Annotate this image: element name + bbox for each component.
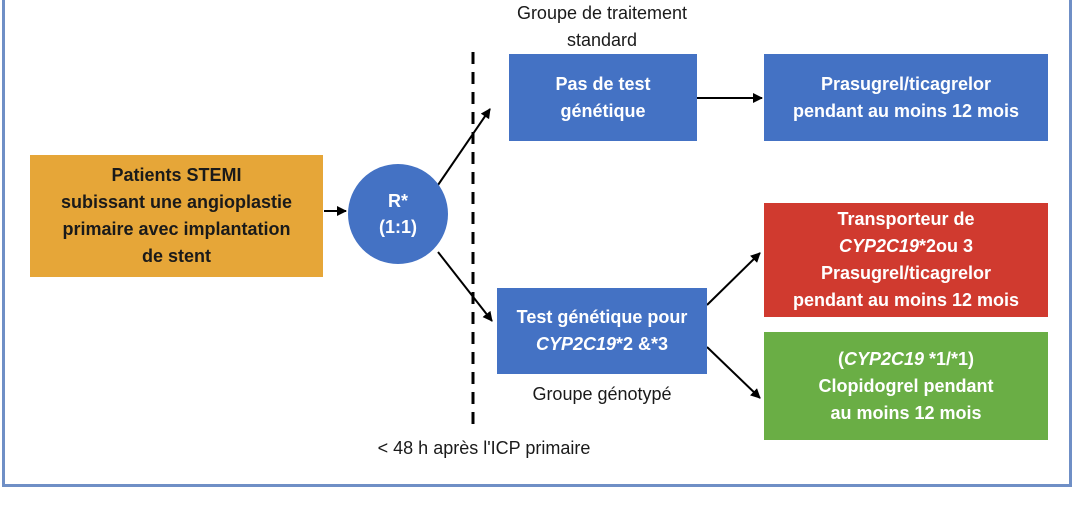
genetic-test-line2: CYP2C19*2 &*3 [536,331,668,358]
noncarrier-line3: au moins 12 mois [830,402,982,423]
patients-line2: subissant une angioplastie [60,192,293,212]
standard-group-label-line1: Groupe de traitement [516,3,688,23]
noncarrier-alleles: *1/*1) [924,348,975,369]
patients-line4: de stent [141,246,211,266]
randomization-line2: (1:1) [378,217,417,237]
standard-group-label: Groupe de traitement standard [474,0,730,54]
genetic-test-alleles: *2 &*3 [616,334,669,354]
noncarrier-gene: CYP2C19 [843,348,924,369]
standard-group-label-line2: standard [566,30,638,50]
carrier-box: Transporteur de CYP2C19*2ou 3 Prasugrel/… [764,203,1048,317]
standard-treatment-line2: pendant au moins 12 mois [792,100,1020,121]
genotyped-group-label: Groupe génotypé [532,384,672,404]
standard-treatment-box: Prasugrel/ticagrelor pendant au moins 12… [764,54,1048,141]
noncarrier-line2: Clopidogrel pendant [818,375,994,396]
no-genetic-test-box: Pas de test génétique [509,54,697,141]
patients-line1: Patients STEMI [111,165,242,185]
no-test-line2: génétique [560,100,646,121]
timing-label: < 48 h après l'ICP primaire [377,438,591,458]
carrier-alleles: *2ou 3 [919,236,974,256]
genetic-test-gene: CYP2C19 [535,334,616,354]
patients-box: Patients STEMI subissant une angioplasti… [30,155,323,277]
randomization-line1: R* [387,191,408,211]
noncarrier-open-paren: ( [837,348,844,369]
no-test-line1: Pas de test [555,73,651,94]
genetic-test-box: Test génétique pour CYP2C19*2 &*3 [497,288,707,374]
noncarrier-box: (CYP2C19 *1/*1) Clopidogrel pendant au m… [764,332,1048,440]
patients-line3: primaire avec implantation [62,219,291,239]
carrier-gene: CYP2C19 [838,236,919,256]
randomization-circle: R* (1:1) [348,164,448,264]
carrier-line1: Transporteur de [837,209,975,229]
standard-treatment-line1: Prasugrel/ticagrelor [820,73,992,94]
genetic-test-line1: Test génétique pour [516,307,688,327]
carrier-line2: CYP2C19*2ou 3 [839,233,973,260]
carrier-line3: Prasugrel/ticagrelor [820,263,992,283]
carrier-line4: pendant au moins 12 mois [792,290,1020,310]
noncarrier-line1: (CYP2C19 *1/*1) [838,346,974,373]
